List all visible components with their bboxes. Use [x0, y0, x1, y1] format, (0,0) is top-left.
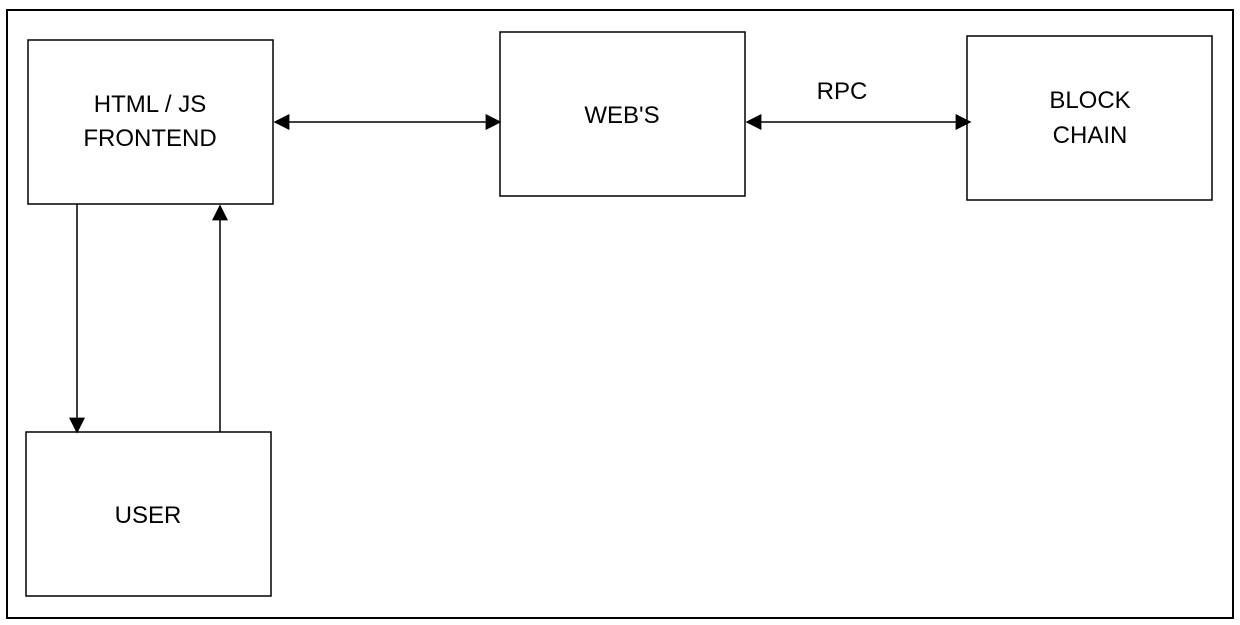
diagram-frame [6, 9, 1234, 619]
blockchain-label-line1: BLOCK [1049, 87, 1130, 114]
user-label: USER [115, 502, 182, 529]
webs-node: WEB'S [499, 31, 746, 197]
frontend-node: HTML / JS FRONTEND [27, 39, 274, 205]
user-node: USER [25, 431, 272, 597]
frontend-label-line1: HTML / JS [94, 91, 206, 118]
blockchain-box [966, 35, 1213, 201]
webs-box [499, 31, 746, 197]
blockchain-node: BLOCK CHAIN [966, 35, 1213, 201]
frontend-box [27, 39, 274, 205]
frontend-label-line2: FRONTEND [83, 125, 216, 152]
webs-label: WEB'S [584, 102, 659, 129]
user-box [25, 431, 272, 597]
blockchain-label-line2: CHAIN [1053, 122, 1128, 149]
rpc-label: RPC [817, 78, 868, 105]
